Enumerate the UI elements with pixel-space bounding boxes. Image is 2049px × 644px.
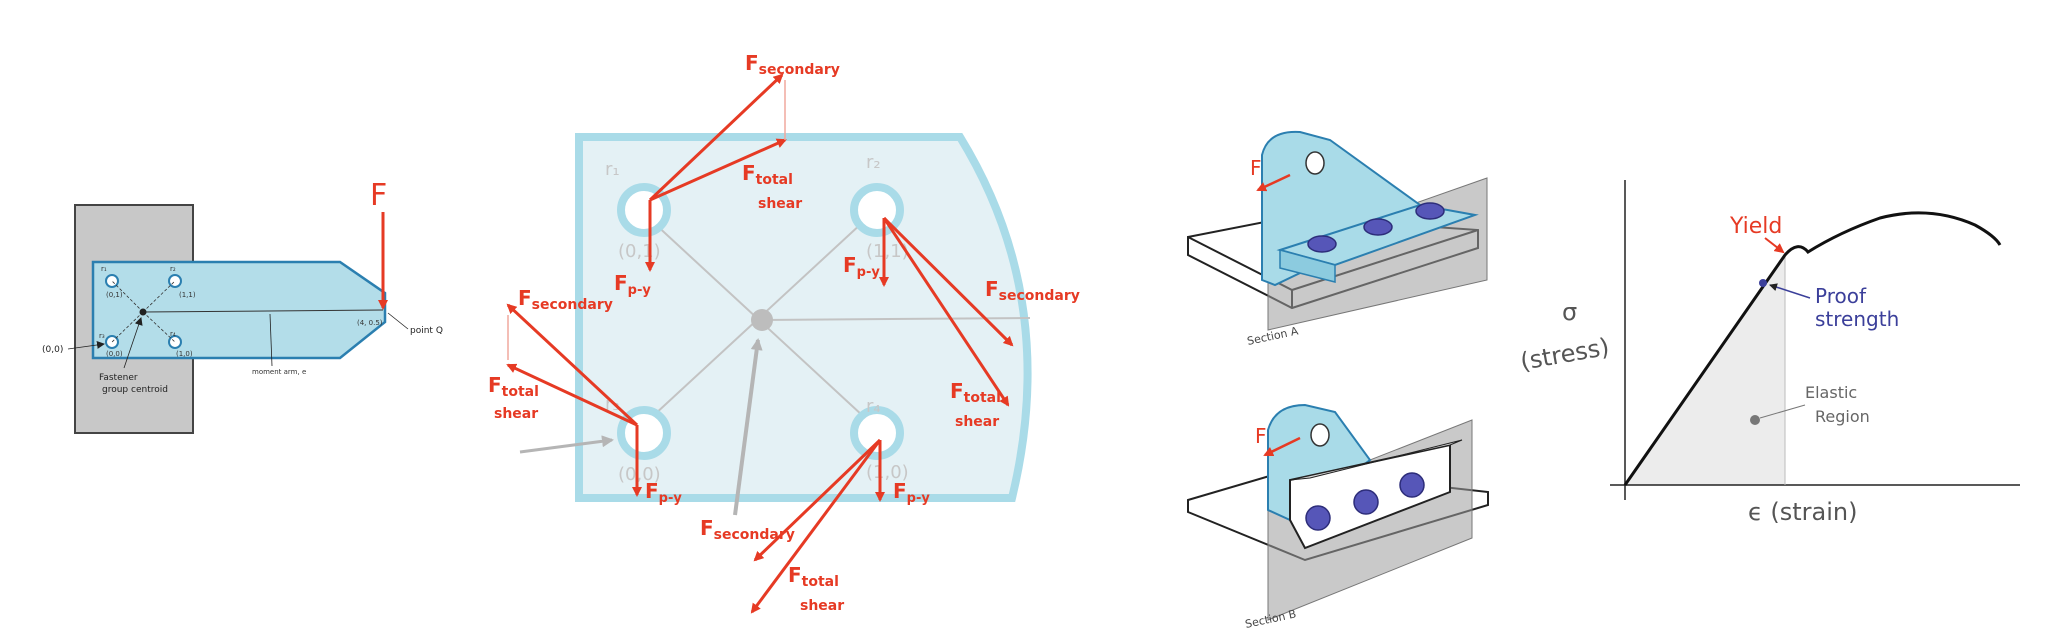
vectors-r4	[750, 438, 885, 614]
bolt-head	[1363, 218, 1393, 236]
fastener-coord: (1,1)	[179, 291, 196, 299]
elastic-label: Elastic	[1805, 383, 1857, 402]
point-leader	[387, 312, 409, 330]
svg-text:r₄: r₄	[866, 396, 881, 417]
label-fpy-r4: Fp-y	[893, 479, 930, 506]
force-arrow	[1256, 173, 1291, 192]
fastener-r4	[850, 406, 904, 460]
yield-arrow	[1764, 237, 1785, 254]
force-label: F	[1255, 424, 1267, 448]
section-b-figure: F Section B	[1187, 403, 1489, 631]
panel-bracket-sections: F Section A F Section B	[1187, 130, 1489, 631]
svg-text:(0,0): (0,0)	[618, 464, 661, 485]
vectors-r1	[645, 73, 787, 272]
centroid-line	[142, 311, 176, 343]
bolt-head	[1305, 505, 1331, 531]
moment-arm-label: moment arm, e	[252, 368, 306, 376]
x-axis-label: ϵ (strain)	[1748, 498, 1858, 526]
force-arrow	[1263, 436, 1301, 457]
label-total-r4: Ftotal	[788, 563, 839, 590]
label-total-r4-line2: shear	[800, 598, 844, 614]
angle-bracket-top	[1289, 439, 1463, 481]
y-axis-label: (stress)	[1518, 333, 1611, 376]
label-secondary-r3: Fsecondary	[518, 286, 613, 313]
applied-force-arrow	[519, 435, 614, 454]
svg-text:(1,1): (1,1)	[866, 241, 909, 262]
vectors-r3	[506, 303, 642, 497]
panel-force-vectors: r₁ (0,1) r₂ (1,1) r₃ (0,0) r₄ (1,0)	[488, 51, 1080, 614]
label-secondary-r1: Fsecondary	[745, 51, 840, 78]
fastener-coord: (0,1)	[106, 291, 123, 299]
force-label: F	[1250, 156, 1262, 180]
vector-labels: Fsecondary Ftotal shear Fp-y Fp-y Fsecon…	[488, 51, 1080, 614]
centroid-dot	[139, 308, 147, 316]
elastic-dot	[1750, 415, 1760, 425]
svg-text:(0,1): (0,1)	[618, 241, 661, 262]
label-total-r3: Ftotal	[488, 373, 539, 400]
moment-arm-line	[142, 309, 384, 313]
centroid-leader	[123, 317, 143, 369]
fastener-r4	[168, 335, 182, 349]
label-total-r2: Ftotal	[950, 379, 1001, 406]
fastener-coord: (0,0)	[106, 350, 123, 358]
origin-leader	[67, 341, 105, 350]
fastener-labels: r₁ (0,1) r₂ (1,1) r₃ (0,0) r₄ (1,0)	[605, 152, 909, 485]
lug-hole	[1305, 151, 1325, 175]
panel-bracket-diagram: F r₁ (0,1) r₂ (1,1) r₃ (0,0) r₄ (1,0) (0…	[42, 178, 443, 434]
fastener-name: r₂	[170, 265, 176, 273]
centroid-line	[111, 311, 144, 343]
proof-label: Proof	[1815, 284, 1867, 308]
centroid-line	[111, 280, 144, 313]
yield-label: Yield	[1729, 214, 1782, 239]
fastener-coord: (1,0)	[176, 350, 193, 358]
centroid-line	[142, 280, 176, 313]
label-total-r1-line2: shear	[758, 196, 802, 212]
fastener-r1	[105, 274, 119, 288]
svg-text:r₂: r₂	[866, 152, 881, 173]
centroid-label: group centroid	[102, 385, 168, 395]
bolt-head	[1307, 235, 1337, 253]
svg-text:r₁: r₁	[605, 159, 620, 180]
label-fpy-r2: Fp-y	[843, 253, 880, 280]
centroid-label: Fastener	[99, 373, 138, 383]
moment-arm-leader	[269, 313, 273, 367]
elastic-label: Region	[1815, 407, 1870, 426]
vectors-r2	[879, 216, 1014, 407]
fastener-name: r₄	[170, 330, 176, 338]
bolt-head	[1415, 202, 1445, 220]
y-axis-symbol: σ	[1562, 298, 1577, 326]
point-label: point Q	[410, 326, 443, 336]
stress-strain-curve	[1623, 211, 2002, 486]
label-total-r3-line2: shear	[494, 406, 538, 422]
fastener-name: r₃	[99, 332, 105, 340]
label-secondary-r2: Fsecondary	[985, 277, 1080, 304]
force-label: F	[370, 178, 387, 213]
section-a-figure: F Section A	[1187, 130, 1488, 348]
svg-text:(1,0): (1,0)	[866, 462, 909, 483]
bolt-head	[1399, 472, 1425, 498]
centroid-dot	[751, 309, 773, 331]
origin-label: (0,0)	[42, 345, 63, 355]
fastener-r3	[105, 335, 119, 349]
applied-force-arrow	[733, 338, 763, 516]
panel-stress-strain: Yield Proof strength Elastic Region σ (s…	[1518, 180, 2020, 526]
proof-point	[1759, 279, 1767, 287]
proof-label: strength	[1815, 307, 1899, 331]
elastic-leader	[1759, 404, 1806, 419]
label-total-r2-line2: shear	[955, 414, 999, 430]
bolt-head	[1353, 489, 1379, 515]
point-coord-label: (4, 0.5)	[357, 319, 383, 327]
label-total-r1: Ftotal	[742, 161, 793, 188]
proof-leader	[1769, 283, 1811, 299]
lug-hole	[1310, 423, 1330, 447]
label-fpy-r1: Fp-y	[614, 271, 651, 298]
label-fpy-r3: Fp-y	[645, 479, 682, 506]
fastener-name: r₁	[101, 265, 107, 273]
bolt-strip-front	[1279, 249, 1336, 283]
label-secondary-r4: Fsecondary	[700, 516, 795, 543]
